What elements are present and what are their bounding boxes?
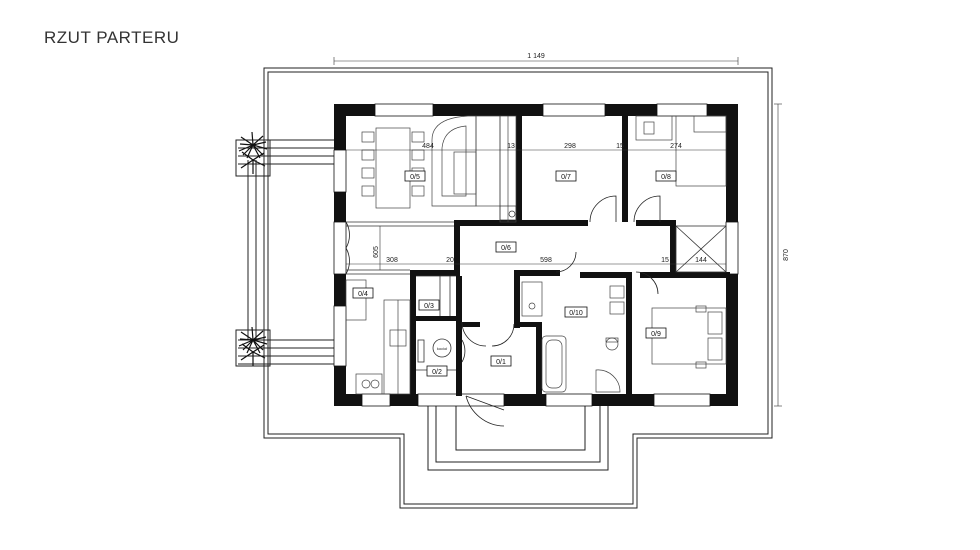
dim-298: 298 <box>564 143 576 150</box>
room-label-boxes <box>352 170 677 377</box>
desk <box>635 115 727 187</box>
bathroom-fixtures <box>521 281 625 393</box>
boiler-label: kocioł <box>437 346 447 351</box>
doors <box>345 195 661 427</box>
kitchen-counter <box>345 279 411 395</box>
internal-walls <box>410 114 730 396</box>
roof-outline <box>263 67 773 509</box>
dim-598: 598 <box>540 257 552 264</box>
dim-605: 605 <box>373 246 380 258</box>
plant-icon <box>238 326 268 366</box>
dim-20: 20 <box>446 257 454 264</box>
boiler-room-fixtures <box>416 275 456 371</box>
plan-title: RZUT PARTERU <box>44 28 180 47</box>
room-label-0-5: 0/5 <box>410 174 420 181</box>
room-label-0-2: 0/2 <box>432 369 442 376</box>
sofa <box>431 115 517 223</box>
dim-144: 144 <box>695 257 707 264</box>
room-label-0-1: 0/1 <box>496 359 506 366</box>
dim-274: 274 <box>670 143 682 150</box>
dim-13: 13 <box>507 143 515 150</box>
room-label-0-9: 0/9 <box>651 331 661 338</box>
dim-15a: 15 <box>616 143 624 150</box>
windows <box>333 103 739 407</box>
dimension-lines <box>333 57 782 407</box>
dim-484: 484 <box>422 143 434 150</box>
dim-308: 308 <box>386 257 398 264</box>
plant-icon <box>238 131 268 174</box>
room-label-0-3: 0/3 <box>424 303 434 310</box>
room-label-0-7: 0/7 <box>561 174 571 181</box>
room-label-0-4: 0/4 <box>358 291 368 298</box>
dim-15b: 15 <box>661 257 669 264</box>
room-label-0-8: 0/8 <box>661 174 671 181</box>
partitions <box>346 221 727 275</box>
dining-table <box>361 127 425 209</box>
room-label-0-10: 0/10 <box>569 310 583 317</box>
boiler-unit <box>499 205 517 221</box>
pergola <box>235 139 336 367</box>
dim-overall-width: 1 149 <box>527 53 545 60</box>
dim-overall-height: 870 <box>783 249 790 261</box>
room-label-0-6: 0/6 <box>501 245 511 252</box>
